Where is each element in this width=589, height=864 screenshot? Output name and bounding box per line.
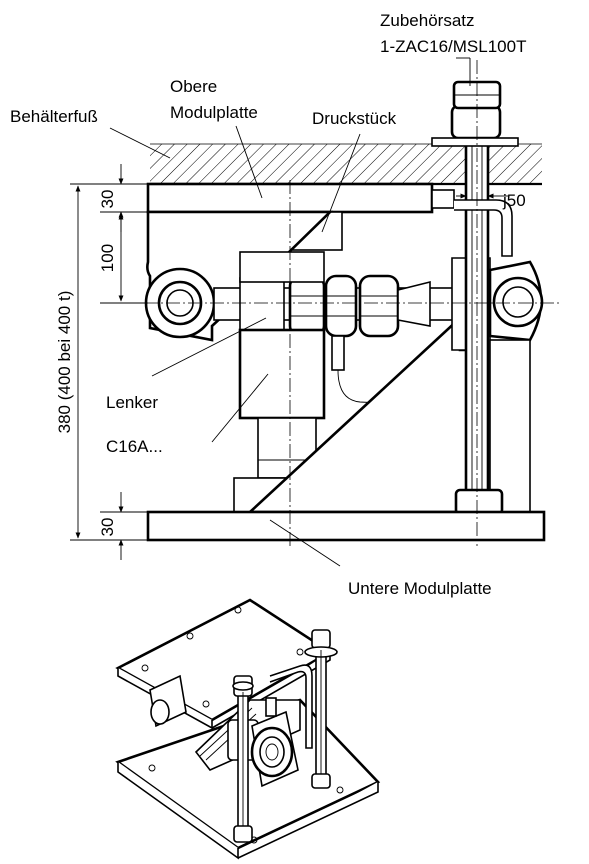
dimension-lines xyxy=(70,164,508,560)
side-view: 30 100 380 (400 bei 400 t) 30 j50 Zubehö… xyxy=(10,11,560,598)
dim-total-height: 380 (400 bei 400 t) xyxy=(55,291,74,434)
upper-plate-extension xyxy=(431,189,455,209)
label-accessory-line1: Zubehörsatz xyxy=(380,11,475,30)
dim-bottom-plate: 30 xyxy=(98,518,117,537)
link-nuts xyxy=(288,274,431,338)
iso-pivot-eye xyxy=(250,710,299,788)
label-upper-plate-line1: Obere xyxy=(170,77,217,96)
label-foot: Behälterfuß xyxy=(10,107,98,126)
iso-rods xyxy=(232,629,338,843)
dim-gap: j50 xyxy=(502,191,526,210)
label-lower-plate: Untere Modulplatte xyxy=(348,579,492,598)
right-pivot-eye xyxy=(488,260,544,513)
load-cell xyxy=(233,251,326,513)
dim-top-plate: 30 xyxy=(98,190,117,209)
label-pressure-piece: Druckstück xyxy=(312,109,397,128)
link-left-collar xyxy=(239,277,285,331)
iso-bent-tube xyxy=(269,664,313,749)
leader-lines xyxy=(109,57,471,567)
label-upper-plate-line2: Modulplatte xyxy=(170,103,258,122)
label-accessory-line2: 1-ZAC16/MSL100T xyxy=(380,37,526,56)
bent-tube xyxy=(454,199,513,257)
dim-upper-height: 100 xyxy=(98,244,117,272)
isometric-view xyxy=(115,598,381,860)
label-link: Lenker xyxy=(106,393,158,412)
cable-connector xyxy=(331,335,401,405)
lower-module-plate xyxy=(146,510,546,542)
label-load-cell: C16A... xyxy=(106,437,163,456)
